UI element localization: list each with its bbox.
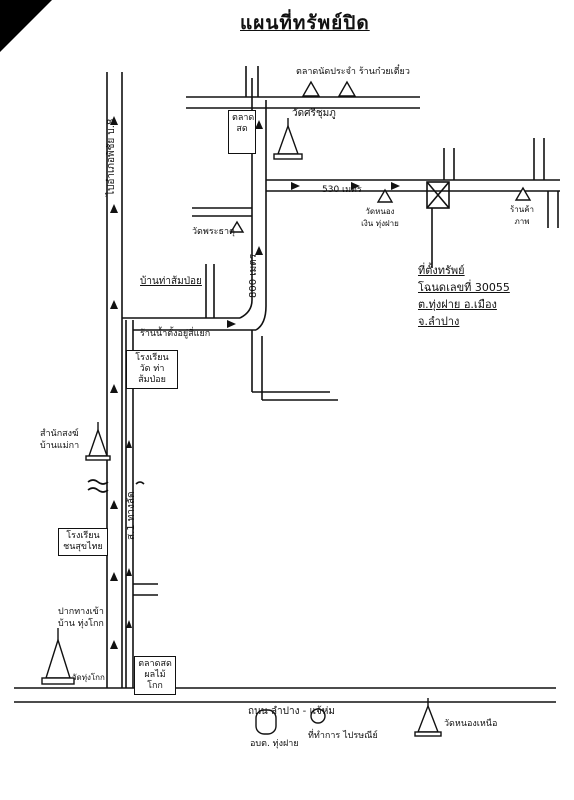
temple-mid-label: วัดหนองเงิน ทุ่งฝาย [361, 207, 399, 228]
post-circle-icon [310, 708, 326, 724]
stupa-icon [85, 422, 111, 461]
main-road-label: ไปอำเภอพิชัย บ.8 [106, 118, 117, 196]
village-label: บ้านท่าส้มป่อย [140, 276, 202, 287]
water-tower-label: ปากทางเข้าบ้าน ทุ่งโกก [58, 607, 104, 629]
stupa-icon [41, 628, 75, 685]
building-icon [255, 709, 277, 735]
stupa-icon [414, 698, 442, 737]
destination-line3: ต.ทุ่งฝาย อ.เมือง [418, 298, 497, 311]
health-label: อบต. ทุ่งฝาย [250, 739, 299, 749]
monastery-label: สำนักสงฆ์ บ้านแม่กา [40, 429, 80, 451]
school2-box: โรงเรียน ชนสุขไทย [58, 528, 108, 556]
triangle-marker-icon [229, 220, 245, 233]
destination-line2: โฉนดเลขที่ 30055 [418, 281, 510, 294]
stupa-icon [273, 118, 303, 160]
shop-top-label: ตลาดนัดประจำ ร้านก๋วยเตี๋ยว [296, 67, 410, 77]
market-box: ตลาด สด [228, 110, 256, 154]
destination-block: ที่ตั้งทรัพย์ โฉนดเลขที่ 30055 ต.ทุ่งฝาย… [418, 262, 510, 330]
temple-right-label: ร้านค้า ภาพ [509, 205, 535, 226]
triangle-marker-icon [337, 80, 357, 97]
destination-line1: ที่ตั้งทรัพย์ [418, 264, 465, 277]
scan-corner [0, 0, 52, 52]
bottom-road-label: ถนน ลำปาง - แจ้ห่ม [248, 706, 335, 717]
distance-vertical-label: 800 เมตร [248, 253, 259, 298]
temple-bottom-left-label: วัดทุ่งโกก [72, 673, 105, 682]
distance-top-label: 530 เมตร [322, 185, 362, 195]
school-box: โรงเรียนวัด ท่าส้มป่อย [126, 350, 178, 389]
map-title: แผนที่ทรัพย์ปิด [240, 12, 370, 34]
triangle-marker-icon [514, 186, 532, 201]
side-road-label: ส.1 ทางลัด [126, 491, 137, 540]
junction-label: ร้านน้ำตั้งอยู่สี่แยก [140, 329, 211, 339]
destination-line4: จ.ลำปาง [418, 315, 460, 328]
temple-top-label: วัดศรีชุมภู [292, 108, 336, 119]
triangle-marker-icon [301, 80, 321, 97]
post-label: ที่ทำการ ไปรษณีย์ [308, 731, 378, 741]
market-bottom-box: ตลาดสด ผลไม้โกก [134, 656, 176, 695]
triangle-marker-icon [376, 188, 394, 203]
temple-bottom-right-label: วัดหนองเหนือ [444, 719, 498, 729]
shrine-label: วัดพระธาตุ [192, 227, 235, 237]
